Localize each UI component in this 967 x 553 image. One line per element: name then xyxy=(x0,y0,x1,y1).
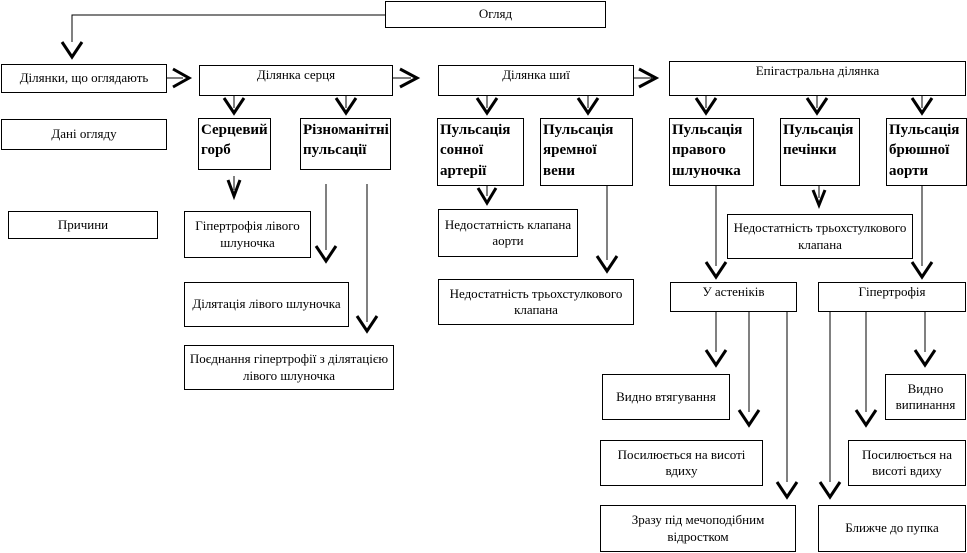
node-hipertrofia: Гіпертрофія xyxy=(818,282,966,312)
node-riznom: Різноманітні пульсації xyxy=(300,118,391,170)
arrow-down-icon xyxy=(60,41,84,60)
arrow-down-icon xyxy=(818,481,842,500)
node-pechinky: Пульсація печінки xyxy=(780,118,860,186)
node-dilianky: Ділянки, що оглядають xyxy=(1,64,167,93)
node-horb: Серцевий горб xyxy=(198,118,271,170)
arrow-down-icon xyxy=(910,97,934,116)
node-blyzhche: Ближче до пупка xyxy=(818,505,966,552)
node-ned-aorty: Недостатність клапана аорти xyxy=(438,209,578,257)
arrow-down-icon xyxy=(854,409,878,428)
node-prychyny: Причини xyxy=(8,211,158,239)
arrow-down-icon xyxy=(910,261,934,280)
node-zrazu: Зразу під мечоподібним відростком xyxy=(600,505,796,552)
arrow-down-icon xyxy=(576,97,600,116)
node-shyia: Ділянка шиї xyxy=(438,65,634,96)
arrow-down-icon xyxy=(334,97,358,116)
node-poednannia: Поєднання гіпертрофії з ділятацією лівог… xyxy=(184,345,394,390)
arrow-down-icon xyxy=(476,187,498,206)
node-cherevnoi: Пульсація брюшної аорти xyxy=(886,118,967,186)
arrow-down-icon xyxy=(694,97,718,116)
arrow-down-icon xyxy=(811,189,827,210)
node-sonna: Пульсація сонної артерії xyxy=(437,118,524,186)
connector-ohliad-dilianky xyxy=(71,14,385,42)
arrow-down-icon xyxy=(226,179,242,201)
node-vtiahuvannia: Видно втягування xyxy=(602,374,730,420)
arrow-down-icon xyxy=(704,349,728,368)
node-dylatatsia: Ділятація лівого шлуночка xyxy=(184,282,349,327)
node-vypynannia: Видно випинання xyxy=(885,374,966,420)
node-ned-tryokh-1: Недостатність трьохстулкового клапана xyxy=(438,279,634,325)
node-hipertrofia-livoho: Гіпертрофія лівого шлуночка xyxy=(184,211,311,258)
arrow-down-icon xyxy=(805,97,829,116)
node-posyl-2: Посилюється на висоті вдиху xyxy=(848,440,966,486)
arrowheads xyxy=(60,41,937,500)
arrow-down-icon xyxy=(222,97,246,116)
node-sertse: Ділянка серця xyxy=(199,65,393,96)
arrow-right-icon xyxy=(638,67,660,89)
arrow-down-icon xyxy=(737,409,761,428)
arrow-down-icon xyxy=(355,315,379,334)
node-pravoho: Пульсація правого шлуночка xyxy=(669,118,754,186)
node-epihastr: Епігастральна ділянка xyxy=(669,61,966,96)
node-astenikiv: У астеніків xyxy=(670,282,797,312)
arrow-down-icon xyxy=(913,349,937,368)
connector-lines xyxy=(71,14,926,482)
node-yaremna: Пульсація яремної вени xyxy=(540,118,633,186)
arrow-down-icon xyxy=(314,245,338,264)
node-ohliad: Огляд xyxy=(385,1,606,28)
arrow-down-icon xyxy=(595,255,619,274)
node-dani: Дані огляду xyxy=(1,119,167,150)
node-posyl-1: Посилюється на висоті вдиху xyxy=(600,440,763,486)
arrow-right-icon xyxy=(172,67,193,89)
arrow-down-icon xyxy=(775,481,799,500)
arrow-right-icon xyxy=(399,67,421,89)
arrow-down-icon xyxy=(475,97,499,116)
node-ned-tryokh-2: Недостатність трьохстулкового клапана xyxy=(727,214,913,259)
arrow-down-icon xyxy=(704,261,728,280)
